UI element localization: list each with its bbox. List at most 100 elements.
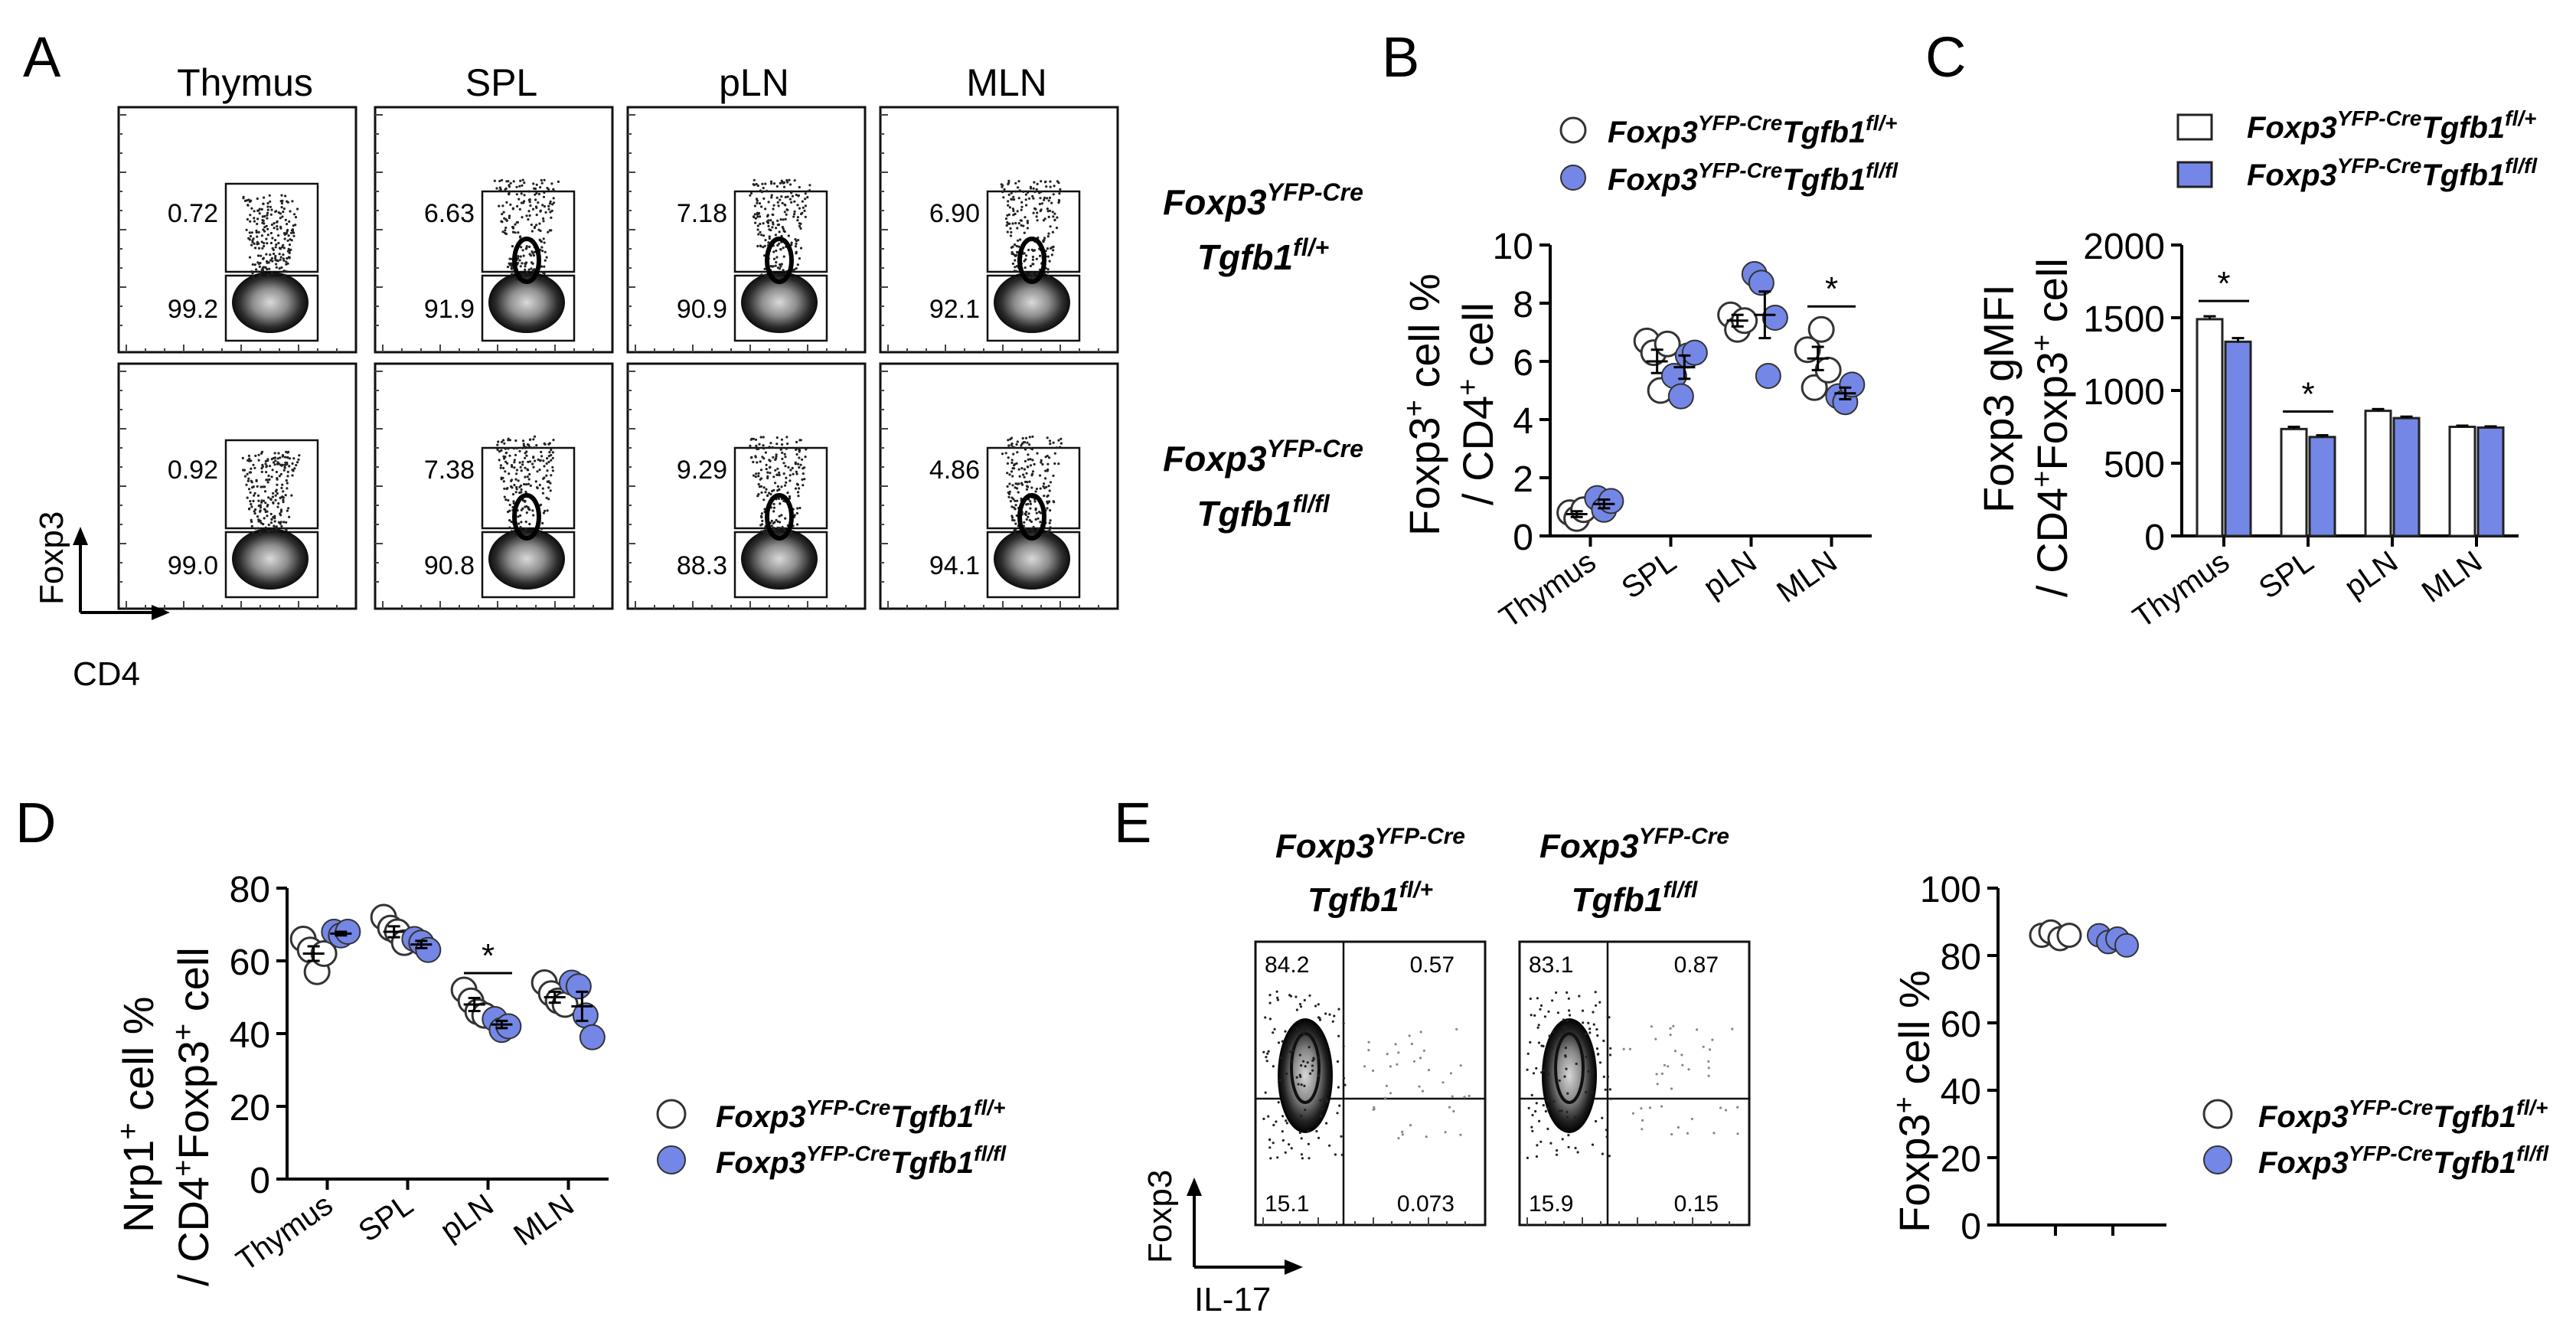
event-dot (278, 267, 281, 270)
event-dot (524, 500, 527, 503)
event-dot (283, 273, 286, 276)
event-dot (538, 277, 541, 280)
event-dot (281, 483, 284, 486)
event-dot (1007, 439, 1010, 442)
panel-a-letter: A (23, 25, 61, 89)
event-dot (286, 462, 289, 466)
event-dot (1578, 995, 1581, 998)
event-dot (522, 254, 525, 257)
event-dot (1562, 1031, 1566, 1034)
event-dot (1588, 1027, 1592, 1031)
event-dot (1025, 488, 1028, 491)
event-dot (791, 278, 794, 281)
event-dot (1672, 1024, 1675, 1027)
event-dot (1622, 1047, 1625, 1050)
event-dot (257, 533, 260, 536)
event-dot (249, 214, 252, 217)
event-dot (266, 217, 269, 220)
event-dot (766, 189, 769, 193)
event-dot (1049, 519, 1052, 522)
event-dot (252, 485, 255, 488)
gate-upper (481, 446, 576, 530)
event-dot (793, 514, 796, 517)
genotype-gene: Foxp3 (1539, 828, 1639, 865)
event-dot (775, 261, 778, 264)
event-dot (759, 460, 762, 463)
event-dot (261, 247, 264, 250)
event-dot (790, 201, 793, 204)
event-dot (266, 514, 269, 518)
event-dot (1334, 1153, 1337, 1156)
event-dot (1036, 219, 1039, 222)
event-dot (780, 514, 783, 517)
x-tick-label: Thymus (230, 1187, 339, 1278)
event-dot (1026, 227, 1029, 230)
event-dot (1540, 1071, 1543, 1074)
event-dot (1015, 462, 1018, 466)
event-dot (272, 461, 276, 464)
event-dot (756, 461, 759, 464)
genotype-allele: Tgfb1 (1197, 494, 1292, 534)
event-dot (1591, 1143, 1595, 1146)
event-dot (1421, 1089, 1425, 1093)
event-dot (538, 483, 541, 487)
event-dot (762, 531, 766, 534)
event-dot (1002, 196, 1005, 199)
event-dot (276, 492, 279, 495)
event-dot (759, 477, 763, 480)
event-dot (1007, 193, 1010, 196)
event-dot (1535, 1155, 1539, 1158)
event-dot (1418, 1085, 1421, 1088)
event-dot (501, 439, 505, 442)
event-dot (779, 218, 782, 221)
event-dot (1605, 1129, 1608, 1132)
event-dot (808, 184, 811, 187)
event-dot (1604, 1088, 1607, 1091)
event-dot (551, 466, 554, 469)
event-dot (533, 225, 537, 229)
event-dot (524, 475, 527, 479)
event-dot (254, 527, 257, 530)
event-dot (504, 187, 508, 190)
event-dot (540, 265, 544, 268)
event-dot (260, 207, 263, 211)
event-dot (1539, 1008, 1542, 1011)
event-dot (1028, 443, 1031, 446)
event-dot (770, 194, 773, 197)
event-dot (1531, 1113, 1534, 1117)
event-dot (1542, 1044, 1545, 1047)
legend-knockout-swatch (2176, 161, 2213, 188)
event-dot (760, 512, 764, 515)
event-dot (1301, 1157, 1304, 1160)
event-dot (1342, 1076, 1346, 1080)
event-dot (260, 506, 263, 509)
event-dot (782, 528, 785, 531)
event-dot (1059, 437, 1063, 440)
event-dot (543, 465, 546, 468)
event-dot (260, 254, 263, 257)
event-dot (511, 207, 514, 211)
event-dot (793, 210, 796, 213)
event-dot (545, 256, 548, 259)
event-dot (514, 231, 517, 234)
event-dot (755, 472, 758, 475)
event-dot (265, 471, 268, 474)
event-dot (1039, 209, 1042, 213)
event-dot (1308, 1046, 1311, 1049)
event-dot (1557, 1034, 1560, 1037)
event-dot (1304, 1065, 1307, 1068)
event-dot (279, 512, 282, 515)
event-dot (266, 205, 269, 208)
event-dot (754, 217, 757, 220)
event-dot (1300, 1153, 1303, 1156)
event-dot (1053, 212, 1056, 215)
event-dot (509, 181, 512, 185)
event-dot (1022, 190, 1025, 193)
event-dot (252, 237, 255, 240)
event-dot (1025, 503, 1028, 506)
event-dot (756, 213, 759, 216)
event-dot (534, 198, 537, 201)
event-dot (525, 446, 528, 449)
